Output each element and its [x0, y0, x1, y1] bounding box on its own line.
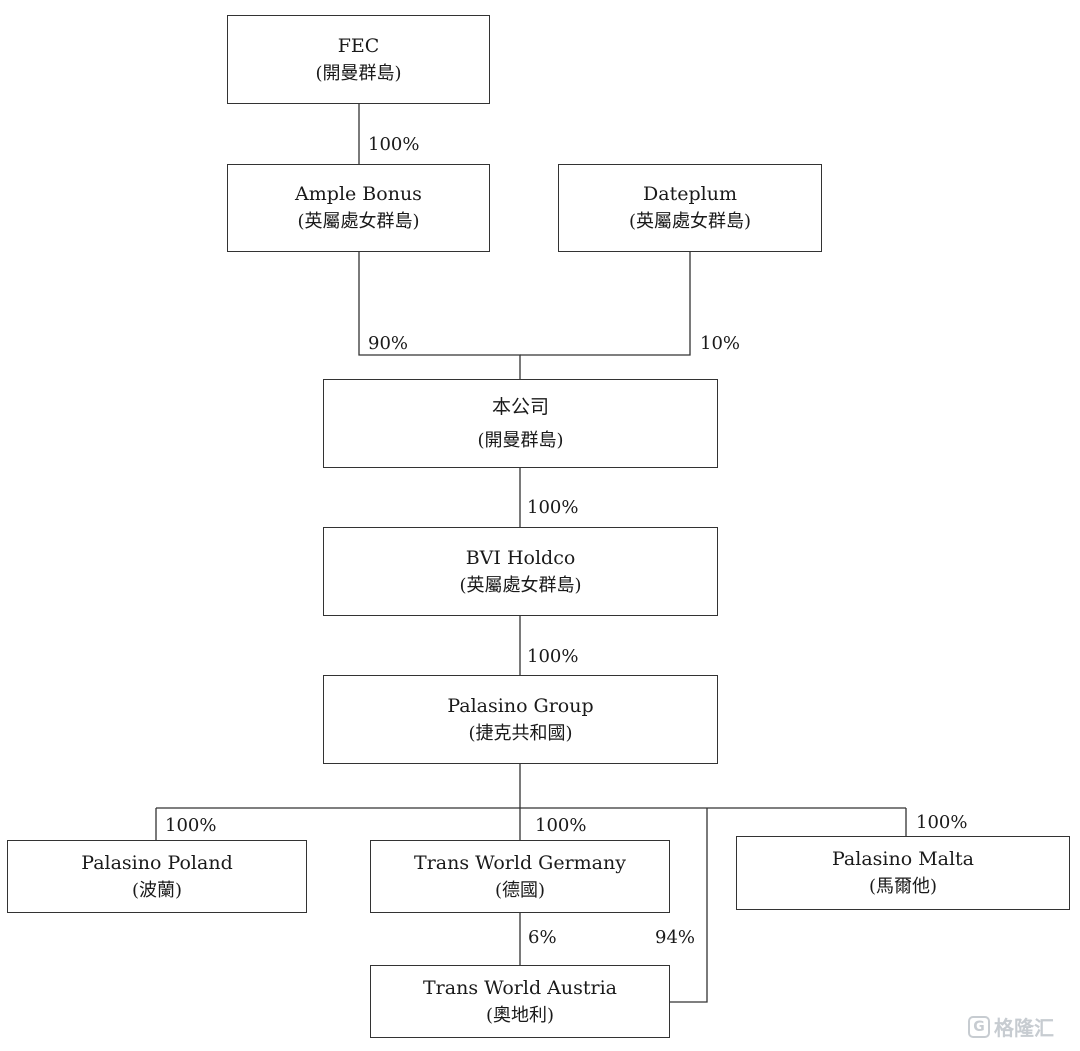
dateplum-name: Dateplum — [643, 183, 737, 205]
trans-world-austria-name: Trans World Austria — [423, 976, 617, 999]
company-location: (開曼群島) — [477, 429, 564, 451]
trans-world-austria-box: Trans World Austria (奧地利) — [370, 965, 670, 1038]
palasino-group-box: Palasino Group (捷克共和國) — [323, 675, 718, 764]
palasino-malta-name: Palasino Malta — [831, 848, 975, 870]
fec-location: (開曼群島) — [315, 62, 402, 84]
pct-fec-ample: 100% — [368, 134, 420, 155]
bvi-holdco-location: (英屬處女群島) — [459, 574, 582, 596]
pct-ample-company: 90% — [368, 333, 409, 354]
company-name: 本公司 — [491, 395, 549, 418]
line-dateplum-company — [520, 252, 691, 356]
trans-world-germany-box: Trans World Germany (德國) — [370, 840, 670, 913]
ample-bonus-box: Ample Bonus (英屬處女群島) — [227, 164, 490, 252]
trans-world-austria-location: (奧地利) — [485, 1004, 555, 1026]
palasino-group-location: (捷克共和國) — [468, 722, 573, 744]
pct-group-austria: 94% — [655, 927, 696, 948]
palasino-malta-location: (馬爾他) — [868, 876, 938, 897]
ample-bonus-name: Ample Bonus — [295, 183, 422, 205]
palasino-malta-box: Palasino Malta (馬爾他) — [736, 836, 1070, 910]
pct-bvi-group: 100% — [527, 646, 579, 667]
pct-group-malta: 100% — [916, 812, 968, 833]
palasino-poland-location: (波蘭) — [131, 879, 183, 901]
fec-box: FEC (開曼群島) — [227, 15, 490, 104]
dateplum-location: (英屬處女群島) — [628, 211, 752, 232]
fec-name: FEC — [337, 34, 380, 57]
pct-company-bvi: 100% — [527, 497, 579, 518]
watermark-text: 格隆汇 — [994, 1016, 1054, 1040]
bvi-holdco-box: BVI Holdco (英屬處女群島) — [323, 527, 718, 616]
pct-group-poland: 100% — [165, 815, 217, 836]
dateplum-box: Dateplum (英屬處女群島) — [558, 164, 822, 252]
line-group-austria — [670, 808, 708, 1003]
trans-world-germany-location: (德國) — [494, 879, 546, 901]
palasino-poland-box: Palasino Poland (波蘭) — [7, 840, 307, 913]
palasino-poland-name: Palasino Poland — [81, 851, 233, 874]
ample-bonus-location: (英屬處女群島) — [297, 211, 420, 232]
palasino-group-name: Palasino Group — [447, 694, 594, 717]
watermark: G 格隆汇 — [968, 1012, 1054, 1041]
watermark-logo-icon: G — [968, 1015, 990, 1038]
line-ample-company — [358, 252, 521, 379]
pct-germany-austria: 6% — [528, 927, 557, 948]
company-box: 本公司 (開曼群島) — [323, 379, 718, 468]
trans-world-germany-name: Trans World Germany — [414, 851, 626, 874]
pct-dateplum-company: 10% — [700, 333, 741, 354]
pct-group-germany: 100% — [535, 815, 587, 836]
bvi-holdco-name: BVI Holdco — [465, 546, 576, 569]
